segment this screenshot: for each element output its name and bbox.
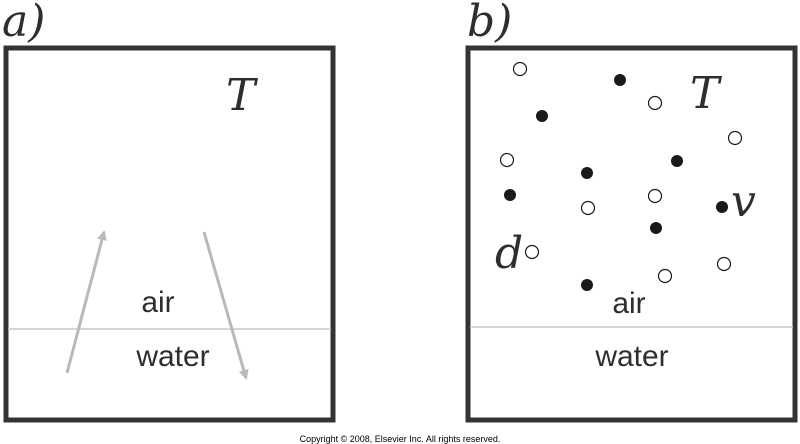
open-molecule (580, 200, 596, 216)
panel-a-outgoing-arrow (202, 231, 249, 380)
panel-b-temperature-label: T (690, 68, 723, 119)
filled-molecule (650, 222, 662, 234)
panel-a-incoming-arrow (65, 230, 107, 374)
panel-b-frame (465, 45, 798, 423)
open-molecule (647, 188, 663, 204)
panel-a-label: a) (2, 0, 45, 47)
panel-b-label: b) (467, 0, 512, 47)
filled-molecule (581, 279, 593, 291)
panel-b-water-label: water (594, 340, 668, 373)
filled-molecule (536, 110, 548, 122)
panel-a-frame (3, 45, 336, 423)
open-molecule (499, 152, 515, 168)
filled-molecule (671, 155, 683, 167)
open-molecule (647, 95, 663, 111)
filled-molecule (581, 167, 593, 179)
panel-a: a) T air water (2, 0, 336, 423)
open-molecule (512, 61, 528, 77)
panel-b-velocity-label: v (731, 176, 756, 227)
copyright-notice: Copyright © 2008, Elsevier Inc. All righ… (300, 434, 501, 444)
panel-b-air-label: air (612, 287, 645, 320)
open-molecule (657, 268, 673, 284)
panel-a-air-label: air (141, 286, 174, 319)
filled-molecule (504, 189, 516, 201)
panel-a-temperature-label: T (226, 70, 259, 121)
panel-b: b) T v d air water (465, 0, 798, 423)
panel-a-water-label: water (135, 340, 209, 373)
open-molecule (524, 244, 540, 260)
open-molecule (716, 256, 732, 272)
filled-molecule (716, 201, 728, 213)
filled-molecule (614, 74, 626, 86)
open-molecule (727, 130, 743, 146)
panel-b-distance-label: d (495, 228, 523, 279)
